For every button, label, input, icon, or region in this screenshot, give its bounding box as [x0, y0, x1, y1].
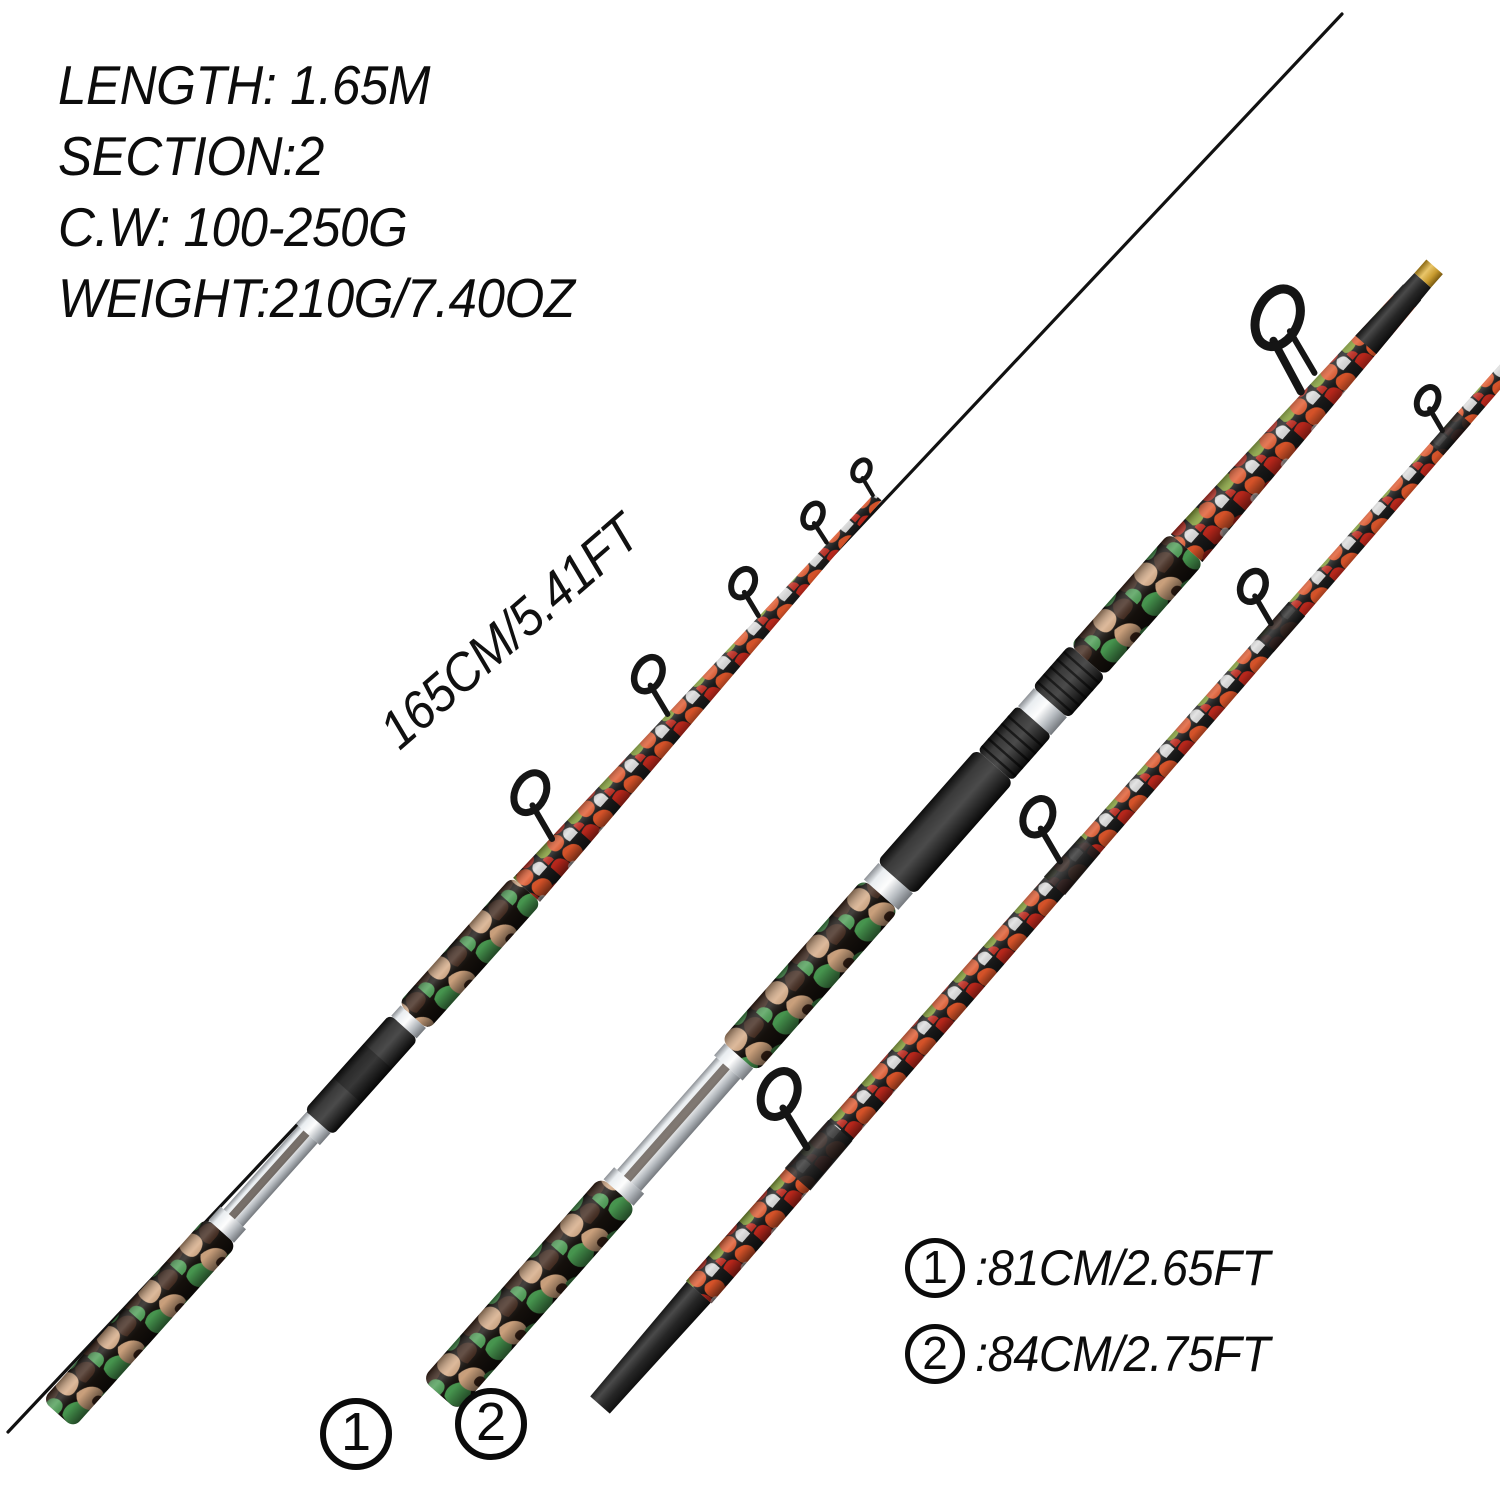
legend-marker-1: 1: [905, 1238, 965, 1298]
rod1-blank: [513, 493, 882, 902]
legend-row-2: 2 :84CM/2.75FT: [905, 1311, 1289, 1397]
rod1-upper-grip: [401, 879, 539, 1027]
rod3-guide-4: [1413, 384, 1445, 434]
rod1-guide-2: [630, 653, 671, 717]
legend-row-1: 1 :81CM/2.65FT: [905, 1225, 1289, 1311]
rod1-butt-grip: [46, 1221, 234, 1425]
rod2-reel-seat-tube: [603, 1043, 754, 1206]
rod-marker-1: 1: [320, 1398, 392, 1470]
rod1-reel-seat: [208, 1111, 331, 1243]
legend-marker-2: 2: [905, 1324, 965, 1384]
rod3-wraps: [784, 411, 1471, 1191]
length-legend: 1 :81CM/2.65FT 2 :84CM/2.75FT: [905, 1225, 1289, 1397]
rod2-top-collar: [1355, 259, 1443, 355]
rod-marker-2: 2: [455, 1388, 527, 1460]
rod2-butt-grip: [426, 1180, 633, 1407]
rod3-guide-3: [1236, 567, 1274, 627]
rod2-upper-grip: [1073, 536, 1201, 673]
rod2-blank: [1170, 284, 1422, 563]
rod1-guide-1: [510, 769, 556, 842]
rod3-guide-2: [1019, 795, 1063, 865]
rod3-guide-1: [756, 1067, 811, 1151]
legend-text-1: :81CM/2.65FT: [975, 1240, 1270, 1296]
legend-text-2: :84CM/2.75FT: [975, 1326, 1270, 1382]
rod2-ring-lower: [863, 862, 913, 910]
rod1-tip-guide: [850, 457, 875, 498]
rod1-fore-grip: [306, 1005, 426, 1133]
rod2-reel-seat-body: [879, 647, 1103, 892]
rod1-guide-4: [800, 500, 829, 545]
rod2-fore-grip: [724, 882, 896, 1069]
rod-section-1-left: [46, 457, 882, 1425]
rod1-guide-3: [728, 565, 761, 619]
rod2-stripping-guide: [1250, 284, 1318, 396]
rod3-blank: [686, 226, 1500, 1304]
rod3-butt: [590, 1281, 711, 1414]
